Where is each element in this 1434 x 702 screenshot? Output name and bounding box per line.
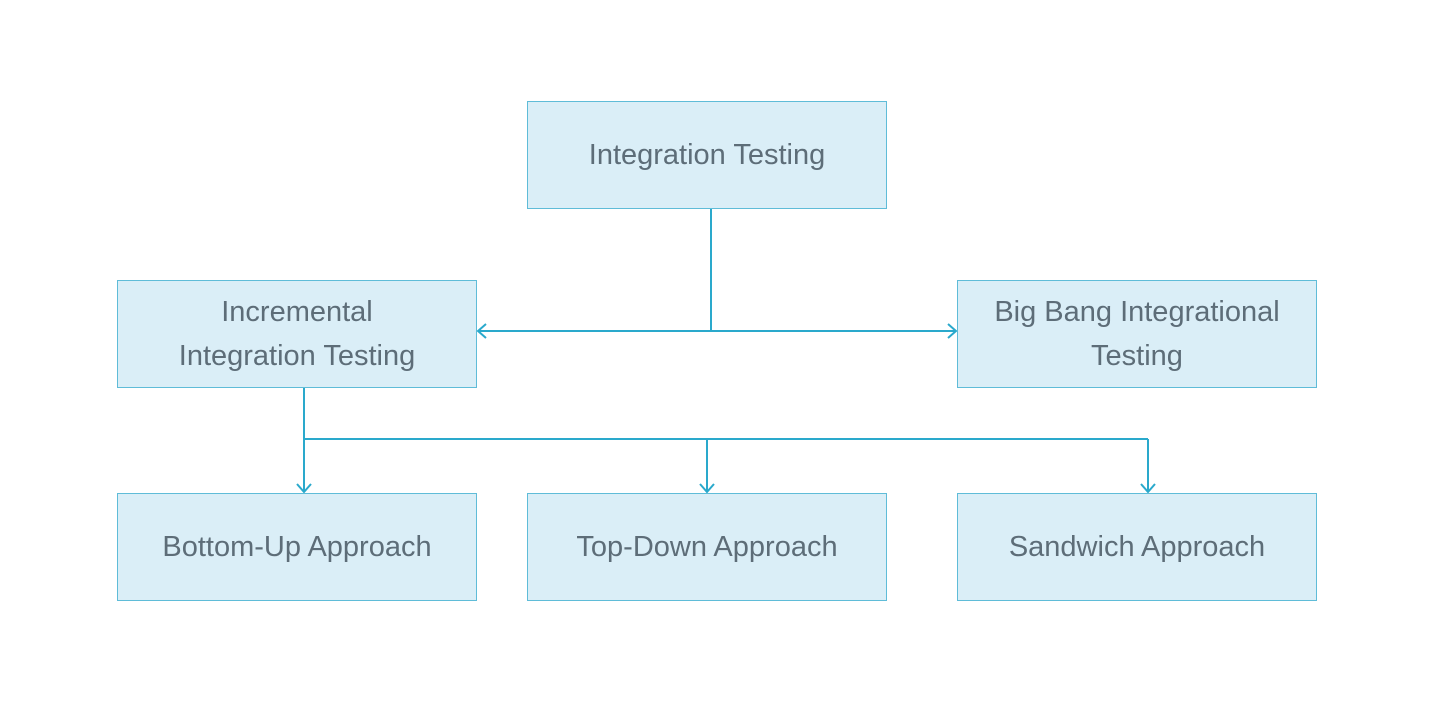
node-bottom-up-approach: Bottom-Up Approach — [117, 493, 477, 601]
node-top-down-approach: Top-Down Approach — [527, 493, 887, 601]
node-incremental-integration-testing: Incremental Integration Testing — [117, 280, 477, 388]
arrowhead-sandwich — [1140, 483, 1156, 494]
node-label: Big Bang Integrational Testing — [994, 296, 1280, 372]
arrowhead-big-bang — [947, 323, 958, 339]
node-label: Incremental Integration Testing — [178, 296, 416, 372]
node-label: Top-Down Approach — [576, 531, 838, 563]
arrowhead-bottom-up — [296, 483, 312, 494]
node-big-bang-integrational-testing: Big Bang Integrational Testing — [957, 280, 1317, 388]
arrowhead-top-down — [699, 483, 715, 494]
node-label: Bottom-Up Approach — [162, 531, 432, 563]
node-label: Integration Testing — [588, 139, 826, 171]
node-label: Sandwich Approach — [1008, 531, 1266, 563]
node-sandwich-approach: Sandwich Approach — [957, 493, 1317, 601]
node-integration-testing: Integration Testing — [527, 101, 887, 209]
arrowhead-incremental — [476, 323, 487, 339]
